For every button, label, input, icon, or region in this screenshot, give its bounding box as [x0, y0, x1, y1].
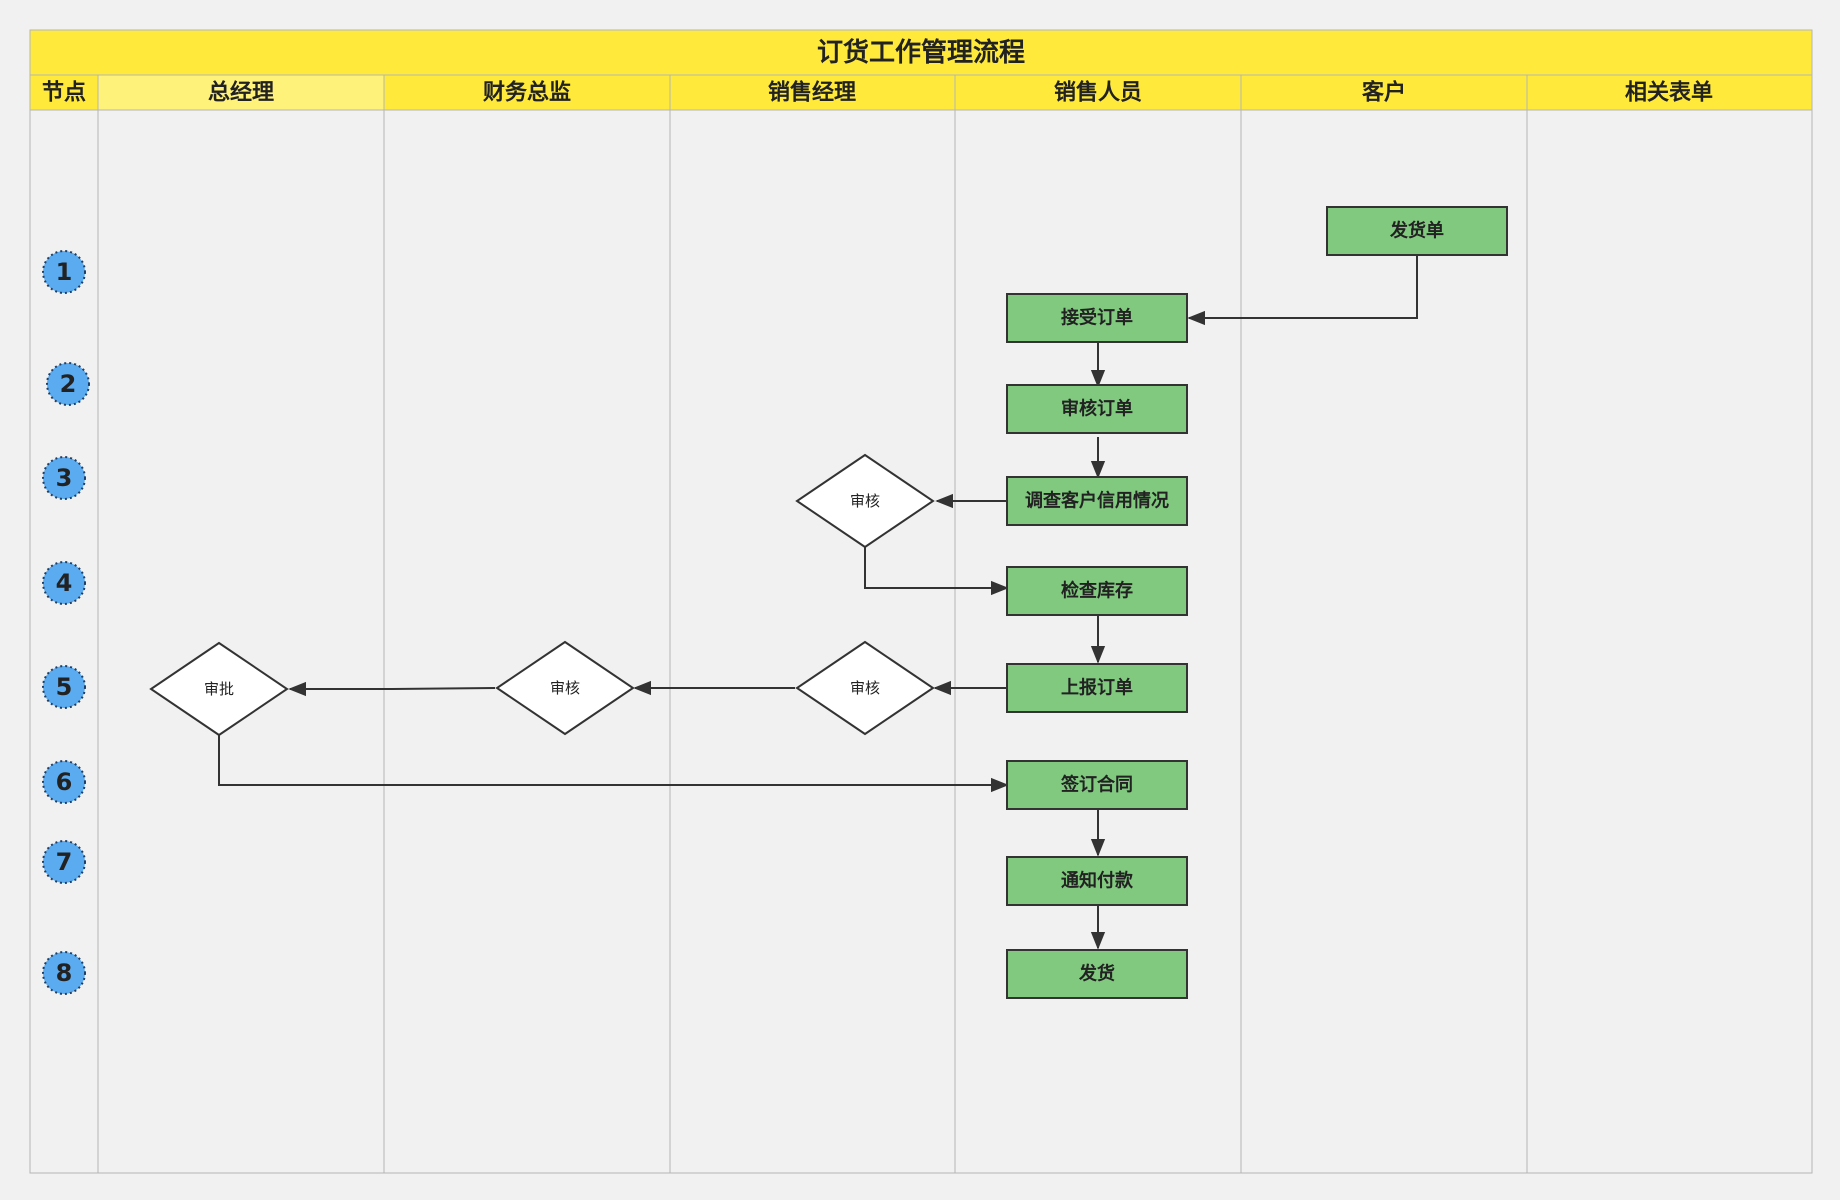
- diamond-sm-review-report: 审核: [795, 640, 935, 736]
- svg-text:签订合同: 签订合同: [1060, 774, 1133, 796]
- box-report-order: 上报订单: [1006, 663, 1188, 713]
- svg-text:审核订单: 审核订单: [1061, 398, 1133, 420]
- connector-gm-to-contract: [218, 735, 1009, 793]
- connector-delivery-to-accept: [1187, 255, 1418, 326]
- connector-sm-review-to-inventory: [864, 547, 1009, 596]
- svg-text:3: 3: [56, 464, 73, 492]
- diamond-gm-approve: 审批: [149, 641, 289, 737]
- svg-text:检查库存: 检查库存: [1061, 580, 1133, 602]
- lane-header-customer: 客户: [1362, 80, 1406, 106]
- svg-text:发货: 发货: [1078, 963, 1115, 985]
- lane-header-gm: 总经理: [208, 80, 274, 106]
- box-check-credit: 调查客户信用情况: [1006, 476, 1188, 526]
- svg-text:2: 2: [60, 370, 77, 398]
- svg-text:7: 7: [56, 848, 73, 876]
- lane-header-node: 节点: [42, 80, 86, 106]
- node-marker-1: 1: [42, 250, 86, 294]
- node-marker-4: 4: [42, 561, 86, 605]
- box-notify-payment: 通知付款: [1006, 856, 1188, 906]
- connector-finance-to-gm: [288, 681, 496, 697]
- svg-text:4: 4: [56, 569, 73, 597]
- svg-text:审批: 审批: [204, 680, 234, 698]
- box-check-inventory: 检查库存: [1006, 566, 1188, 616]
- svg-text:6: 6: [56, 768, 73, 796]
- box-review-order: 审核订单: [1006, 384, 1188, 434]
- box-delivery-note: 发货单: [1326, 206, 1508, 256]
- lane-body: [29, 109, 1813, 1174]
- svg-text:8: 8: [56, 959, 73, 987]
- svg-text:5: 5: [56, 673, 73, 701]
- svg-text:调查客户信用情况: 调查客户信用情况: [1025, 490, 1169, 512]
- svg-text:1: 1: [56, 258, 73, 286]
- title-bar: [29, 29, 1813, 76]
- svg-text:上报订单: 上报订单: [1061, 677, 1133, 699]
- svg-text:审核: 审核: [850, 679, 880, 697]
- lane-header-row: 节点 总经理 财务总监 销售经理 销售人员 客户 相关表单: [29, 74, 1813, 111]
- box-accept-order: 接受订单: [1006, 293, 1188, 343]
- svg-text:审核: 审核: [550, 679, 580, 697]
- svg-text:通知付款: 通知付款: [1061, 870, 1134, 892]
- node-marker-6: 6: [42, 760, 86, 804]
- diamond-finance-review: 审核: [495, 640, 635, 736]
- lane-header-forms: 相关表单: [1625, 81, 1713, 106]
- connectors: [218, 255, 1418, 950]
- svg-text:发货单: 发货单: [1389, 220, 1444, 242]
- node-marker-3: 3: [42, 456, 86, 500]
- lane-header-finance: 财务总监: [483, 80, 571, 106]
- node-markers: 1 2 3 4 5 6 7 8: [42, 250, 90, 995]
- svg-text:审核: 审核: [850, 492, 880, 510]
- diamond-sm-review-credit: 审核: [795, 453, 935, 549]
- process-boxes: 发货单 接受订单 审核订单 调查客户信用情况 检查库存 上报订单 签订合同 通: [1006, 206, 1508, 999]
- node-marker-7: 7: [42, 840, 86, 884]
- box-ship: 发货: [1006, 949, 1188, 999]
- lane-header-sales-manager: 销售经理: [768, 80, 856, 106]
- lane-header-salesperson: 销售人员: [1054, 80, 1142, 106]
- diagram-title: 订货工作管理流程: [817, 37, 1025, 68]
- node-marker-8: 8: [42, 951, 86, 995]
- node-marker-5: 5: [42, 665, 86, 709]
- svg-text:接受订单: 接受订单: [1061, 307, 1133, 329]
- node-marker-2: 2: [46, 362, 90, 406]
- box-sign-contract: 签订合同: [1006, 760, 1188, 810]
- decision-diamonds: 审核 审核 审核 审批: [149, 453, 935, 737]
